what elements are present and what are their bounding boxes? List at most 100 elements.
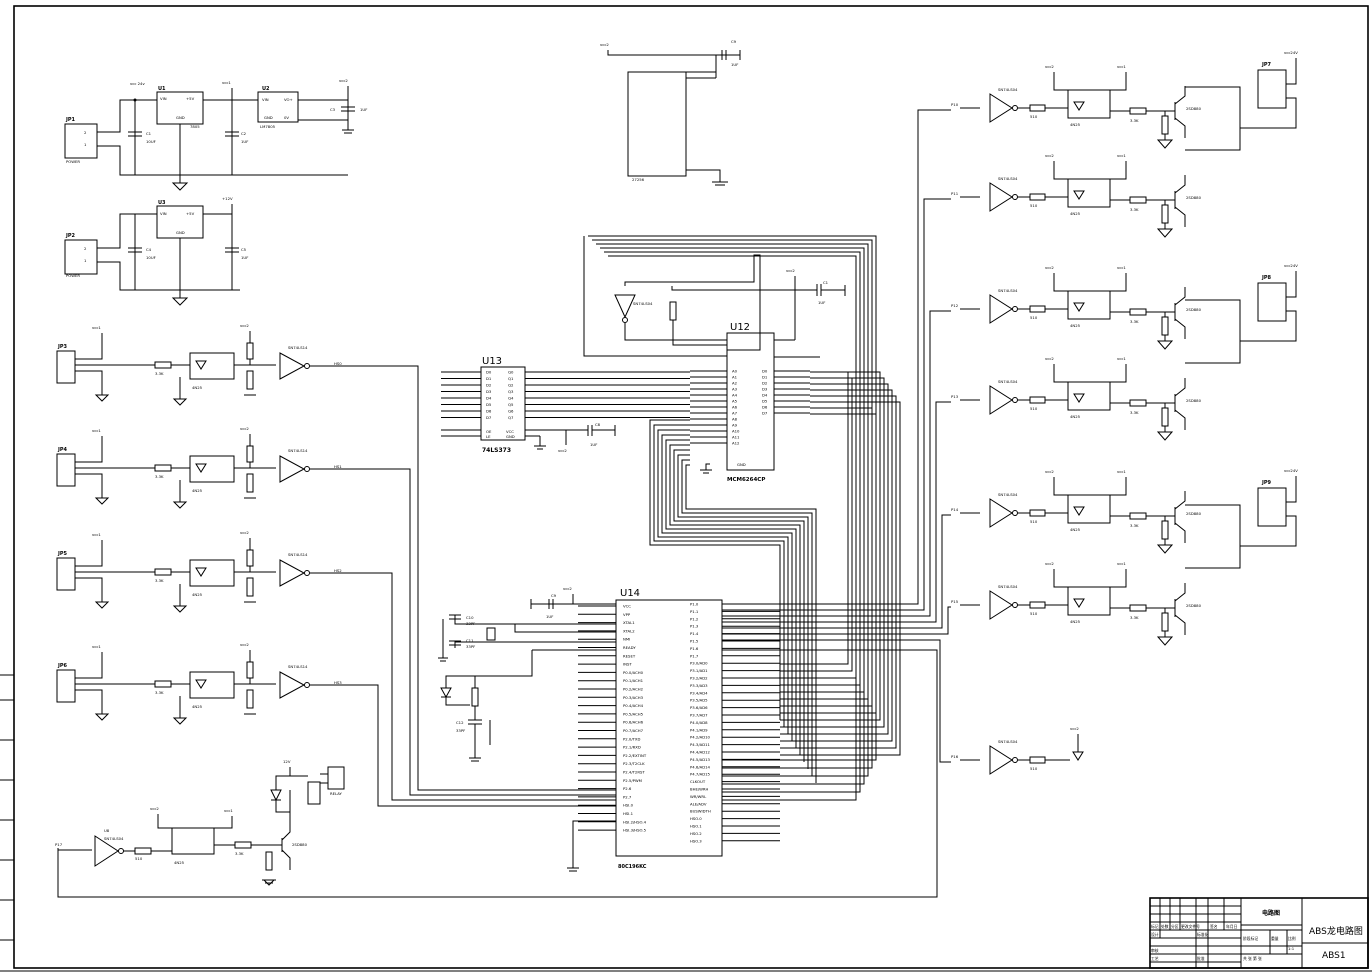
opto-label: 4N25 xyxy=(192,488,203,493)
svg-text:审核: 审核 xyxy=(1151,948,1159,953)
ground-symbol xyxy=(94,713,110,721)
pin-label: P0.2/ACH2 xyxy=(623,687,644,692)
svg-text:C4: C4 xyxy=(146,247,152,252)
svg-text:VO+: VO+ xyxy=(284,97,293,102)
pin-label: A4 xyxy=(732,393,738,398)
ground-symbol xyxy=(1156,544,1174,554)
svg-text:C9: C9 xyxy=(551,593,557,598)
ground-symbol xyxy=(172,501,188,509)
pin-label: Q3 xyxy=(508,389,514,394)
svg-text:33PF: 33PF xyxy=(456,728,465,733)
pin-label: BHE/WRH xyxy=(690,787,709,792)
svg-text:VIN: VIN xyxy=(160,96,167,101)
pin-label: A11 xyxy=(732,435,740,440)
port-label: P12 xyxy=(951,303,959,308)
svg-text:12V: 12V xyxy=(283,759,291,764)
resistor xyxy=(154,361,172,369)
transistor-label: 2SD880 xyxy=(1186,307,1202,312)
connector-label: JP9 xyxy=(1261,480,1272,486)
pin-label: Q0 xyxy=(508,370,514,375)
svg-text:1UF: 1UF xyxy=(731,62,738,67)
relay-driver: P17 U8 SN74LS04 510 4N25 vcc2 vcc1 3.3K … xyxy=(55,649,938,898)
pin-label: Q7 xyxy=(508,415,514,420)
transistor-label: 2SD880 xyxy=(1186,511,1202,516)
ground-symbol xyxy=(1156,431,1174,441)
capacitor xyxy=(246,370,254,390)
svg-text:标准化: 标准化 xyxy=(1197,932,1209,937)
opto-label: 4N25 xyxy=(1070,211,1081,216)
svg-text:74LS373: 74LS373 xyxy=(482,447,511,454)
ic-label: SN74LS04 xyxy=(998,176,1018,181)
resistor-value: 510 xyxy=(1030,315,1038,320)
svg-text:4N25: 4N25 xyxy=(174,860,185,865)
svg-text:共 张 第 张: 共 张 第 张 xyxy=(1243,956,1262,961)
vcc-label: vcc2 xyxy=(1070,726,1079,731)
pin-label: P4.1/AD9 xyxy=(690,727,708,732)
pin-label: P0.1/ACH1 xyxy=(623,678,644,683)
pin-label: WR/WRL xyxy=(690,794,707,799)
ic-label: SN74LS04 xyxy=(998,739,1018,744)
pin-label: P3.6/AD6 xyxy=(690,705,708,710)
pin-label: INST xyxy=(623,662,632,667)
vcc-label: vcc2 xyxy=(240,323,249,328)
pin-label: P1.2 xyxy=(690,616,699,621)
schmitt-trigger-symbol xyxy=(279,559,306,587)
pin-label: Q6 xyxy=(508,409,514,414)
pin-label: P3.1/AD1 xyxy=(690,668,708,673)
inverter-bubble xyxy=(1012,397,1018,403)
inverter-bubble xyxy=(1012,757,1018,763)
svg-text:C12: C12 xyxy=(456,720,464,725)
resistor xyxy=(246,445,254,463)
svg-text:JP2: JP2 xyxy=(65,233,76,239)
svg-text:10UF: 10UF xyxy=(146,255,156,260)
ground-symbol xyxy=(172,717,188,725)
resistor-value: 3.3K xyxy=(1130,207,1139,212)
vcc-label: vcc2 xyxy=(240,642,249,647)
crystal xyxy=(486,627,496,641)
pin-label: Q4 xyxy=(508,396,514,401)
svg-text:1:1: 1:1 xyxy=(1288,946,1295,951)
resistor-value: 3.3K xyxy=(155,474,164,479)
opto-label: 4N25 xyxy=(1070,527,1081,532)
opto-label: 4N25 xyxy=(192,385,203,390)
svg-text:C10: C10 xyxy=(466,615,474,620)
inverter-symbol xyxy=(989,385,1013,415)
pin-label: BUSWIDTH xyxy=(690,809,711,814)
svg-text:2SD880: 2SD880 xyxy=(292,842,308,847)
chip-u2 xyxy=(257,91,299,123)
svg-text:P17: P17 xyxy=(55,842,63,847)
pin-label: P2.3/T2CLK xyxy=(623,761,645,766)
svg-text:GND: GND xyxy=(264,115,273,120)
optocoupler xyxy=(1067,586,1111,616)
connector-label: JP4 xyxy=(57,447,68,453)
signal-label: HS2 xyxy=(334,568,342,573)
vcc-label: vcc1 xyxy=(92,644,101,649)
svg-text:年月日: 年月日 xyxy=(1226,924,1238,929)
resistor-value: 510 xyxy=(1030,519,1038,524)
resistor xyxy=(1029,509,1046,517)
pin-label: D5 xyxy=(486,402,492,407)
led-symbol xyxy=(195,679,207,689)
svg-text:GND: GND xyxy=(737,462,746,467)
svg-text:U2: U2 xyxy=(262,86,270,92)
inverter-bubble xyxy=(304,682,310,688)
pin-label: P3.5/AD5 xyxy=(690,698,708,703)
chip-eprom: 27256 vcc2 C9 1UF xyxy=(600,39,741,186)
svg-text:GND: GND xyxy=(506,434,515,439)
pin-label: D6 xyxy=(486,409,492,414)
pin-label: P4.7/AD15 xyxy=(690,772,711,777)
vcc-label: vcc1 xyxy=(1117,469,1126,474)
svg-text:33PF: 33PF xyxy=(466,621,475,626)
svg-text:3.3K: 3.3K xyxy=(235,851,244,856)
vcc-label: vcc1 xyxy=(1117,356,1126,361)
connector xyxy=(56,453,76,487)
svg-text:U14: U14 xyxy=(620,588,640,599)
pin-label: A10 xyxy=(732,429,740,434)
pin-label: HSI.2/HSO.4 xyxy=(623,819,647,824)
